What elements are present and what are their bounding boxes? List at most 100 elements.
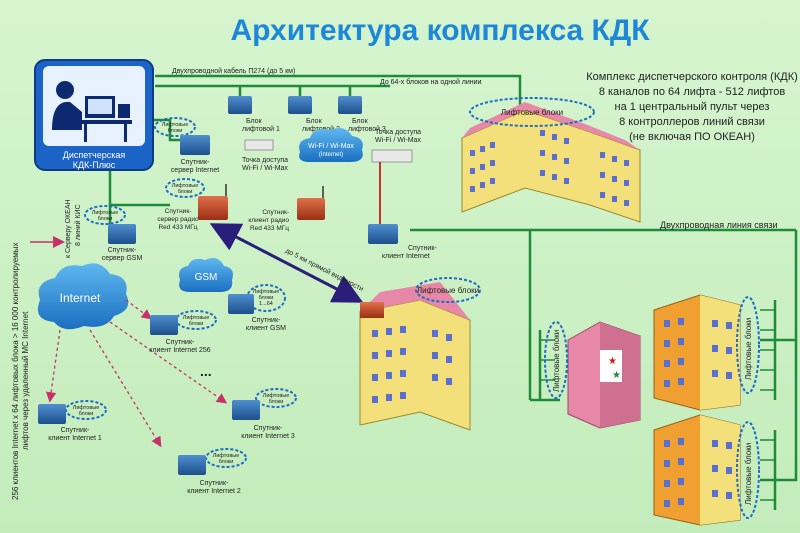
lift-blocks-e-2: блоки bbox=[189, 321, 204, 327]
info-line-4: 8 контроллеров линий связи bbox=[619, 116, 765, 128]
lift-blocks-d-3: 1...64 bbox=[259, 301, 273, 307]
gsm-cloud-shape bbox=[179, 258, 233, 292]
building-middle-roof bbox=[360, 282, 470, 320]
building-middle: Лифтовые блоки bbox=[359, 277, 481, 431]
lift-blocks-oval-b bbox=[165, 178, 205, 198]
building-curved-windows bbox=[470, 130, 629, 206]
building-pink: ★ ★ Лифтовые блоки bbox=[544, 321, 641, 429]
two-wire-right-b bbox=[760, 340, 798, 482]
building-curved-roof bbox=[462, 102, 640, 150]
lift-block-3-line2: лифтовой 3 bbox=[348, 125, 386, 133]
two-wire-label: Двухпроводная линия связи bbox=[660, 220, 778, 230]
lift-blocks-oval-c bbox=[84, 205, 126, 225]
client-internet-right-box bbox=[368, 224, 398, 244]
lift-blocks-b-2: блоки bbox=[178, 189, 193, 195]
wifi-cloud-line2: (Internet) bbox=[319, 152, 343, 158]
info-line-3: на 1 центральный пульт через bbox=[615, 101, 770, 113]
client-gsm-line1: Спутник- bbox=[252, 317, 281, 324]
client-gsm-box bbox=[228, 294, 254, 314]
star-icon-red: ★ bbox=[608, 356, 617, 367]
lift-blocks-oval-mid bbox=[415, 277, 481, 303]
wifi-cloud: Wi-Fi / Wi-Max (Internet) bbox=[299, 128, 363, 162]
server-gsm-node[interactable]: Лифтовые блоки Спутник- сервер GSM bbox=[84, 205, 143, 262]
server-gsm-line1: Спутник- bbox=[108, 247, 137, 254]
wifi-ap-2-box bbox=[371, 149, 413, 163]
client-2-node[interactable]: Лифтовые блоки Спутник- клиент Internet … bbox=[178, 448, 247, 495]
client-1-line2: клиент Internet 1 bbox=[48, 435, 102, 442]
lift-blocks-h-2: блоки bbox=[219, 459, 234, 465]
server-radio-line3: Red 433 МГц bbox=[158, 224, 197, 231]
lift-blocks-f-2: блоки bbox=[269, 399, 284, 405]
dashed-to-3 bbox=[109, 321, 228, 404]
lift-block-1[interactable]: Блок лифтовой 1 bbox=[228, 96, 280, 133]
info-line-2: 8 каналов по 64 лифта - 512 лифтов bbox=[599, 86, 786, 98]
lift-blocks-pink-label: Лифтовые блоки bbox=[552, 330, 561, 392]
wifi-ap-1-box bbox=[244, 139, 274, 151]
lift-blocks-oval-or2 bbox=[736, 421, 760, 519]
server-internet-box bbox=[180, 135, 210, 155]
dashed-to-1 bbox=[45, 329, 61, 403]
client-256-line1: Спутник- bbox=[166, 339, 195, 346]
lift-block-3[interactable]: Блок лифтовой 3 bbox=[338, 96, 386, 133]
page-title: Архитектура комплекса КДК bbox=[230, 14, 650, 47]
vertical-note-2: лифтов через удаленный МС Internet bbox=[21, 311, 30, 450]
radio-range-arrow bbox=[209, 223, 364, 303]
wifi-ap-2-line1: Точка доступа bbox=[375, 129, 421, 136]
server-gsm-line2: сервер GSM bbox=[102, 255, 143, 262]
lift-block-3-box bbox=[338, 96, 362, 114]
lift-block-2-line2: лифтовой 2 bbox=[302, 125, 340, 133]
client-1-node[interactable]: Лифтовые блоки Спутник- клиент Internet … bbox=[38, 400, 107, 442]
client-2-line2: клиент Internet 2 bbox=[187, 488, 241, 495]
client-radio-node[interactable]: Спутник- клиент радио Red 433 МГц bbox=[248, 186, 325, 232]
building-orange-1: Лифтовые блоки bbox=[653, 294, 760, 411]
building-pink-sign bbox=[600, 350, 622, 382]
wifi-ap-2-line2: Wi-Fi / Wi-Max bbox=[375, 137, 421, 144]
kis-lines-label: 8 линий КИС bbox=[74, 204, 82, 246]
client-256-box bbox=[150, 315, 178, 335]
gsm-cloud: GSM bbox=[179, 258, 233, 292]
client-256-node[interactable]: Лифтовые блоки Спутник- клиент Internet … bbox=[149, 310, 217, 354]
dashed-to-256 bbox=[125, 299, 153, 320]
lift-block-2[interactable]: Блок лифтовой 2 bbox=[288, 96, 340, 133]
client-1-box bbox=[38, 404, 66, 424]
dispatcher-node[interactable]: Диспетчерская КДК-Плюс bbox=[34, 59, 154, 171]
lift-blocks-g-2: блоки bbox=[79, 411, 94, 417]
lift-blocks-oval-pink bbox=[544, 321, 568, 399]
building-middle-windows bbox=[372, 326, 452, 403]
internet-cloud: Internet bbox=[37, 263, 129, 330]
ladder-rungs bbox=[540, 309, 775, 501]
dashed-to-2 bbox=[89, 329, 162, 448]
up-to-64-label: До 64-х блоков на одной линии bbox=[380, 78, 482, 86]
lift-blocks-oval-f bbox=[255, 388, 297, 408]
server-internet-line1: Спутник- bbox=[181, 159, 210, 166]
client-1-line1: Спутник- bbox=[61, 427, 90, 434]
server-radio-node[interactable]: Лифтовые блоки Спутник- сервер радио Red… bbox=[157, 178, 228, 231]
client-2-box bbox=[178, 455, 206, 475]
server-radio-line2: сервер радио bbox=[157, 216, 199, 223]
lift-blocks-e-1: Лифтовые bbox=[183, 315, 210, 321]
client-3-node[interactable]: Лифтовые блоки Спутник- клиент Internet … bbox=[232, 388, 297, 440]
client-internet-right-node[interactable]: Спутник- клиент Internet bbox=[368, 224, 437, 260]
server-internet-node[interactable]: Лифтовые блоки Спутник- сервер Internet bbox=[154, 117, 219, 174]
info-block: Комплекс диспетчерского контроля (КДК) 8… bbox=[586, 71, 798, 143]
client-gsm-node[interactable]: Лифтовые блоки 1...64 Спутник- клиент GS… bbox=[228, 284, 286, 332]
client-3-line1: Спутник- bbox=[254, 425, 283, 432]
client-2-line1: Спутник- bbox=[200, 480, 229, 487]
lift-blocks-or2-label: Лифтовые блоки bbox=[744, 443, 753, 505]
building-curved: Лифтовые блоки bbox=[461, 97, 641, 223]
building-orange-1-windows bbox=[664, 318, 732, 387]
info-line-1: Комплекс диспетчерского контроля (КДК) bbox=[586, 71, 798, 83]
wifi-ap-1[interactable]: Точка доступа Wi-Fi / Wi-Max bbox=[242, 139, 288, 172]
lift-blocks-oval-or1 bbox=[736, 296, 760, 394]
client-256-line2: клиент Internet 256 bbox=[149, 347, 211, 354]
wifi-ap-2[interactable]: Точка доступа Wi-Fi / Wi-Max bbox=[371, 129, 421, 225]
client-3-box bbox=[232, 400, 260, 420]
building-middle-body bbox=[359, 299, 471, 431]
internet-dashed-lines bbox=[45, 299, 228, 448]
wifi-cloud-shape bbox=[299, 128, 363, 162]
lift-blocks-c-1: Лифтовые bbox=[92, 210, 119, 216]
lift-block-3-line1: Блок bbox=[352, 118, 369, 125]
lift-block-2-line1: Блок bbox=[306, 118, 323, 125]
